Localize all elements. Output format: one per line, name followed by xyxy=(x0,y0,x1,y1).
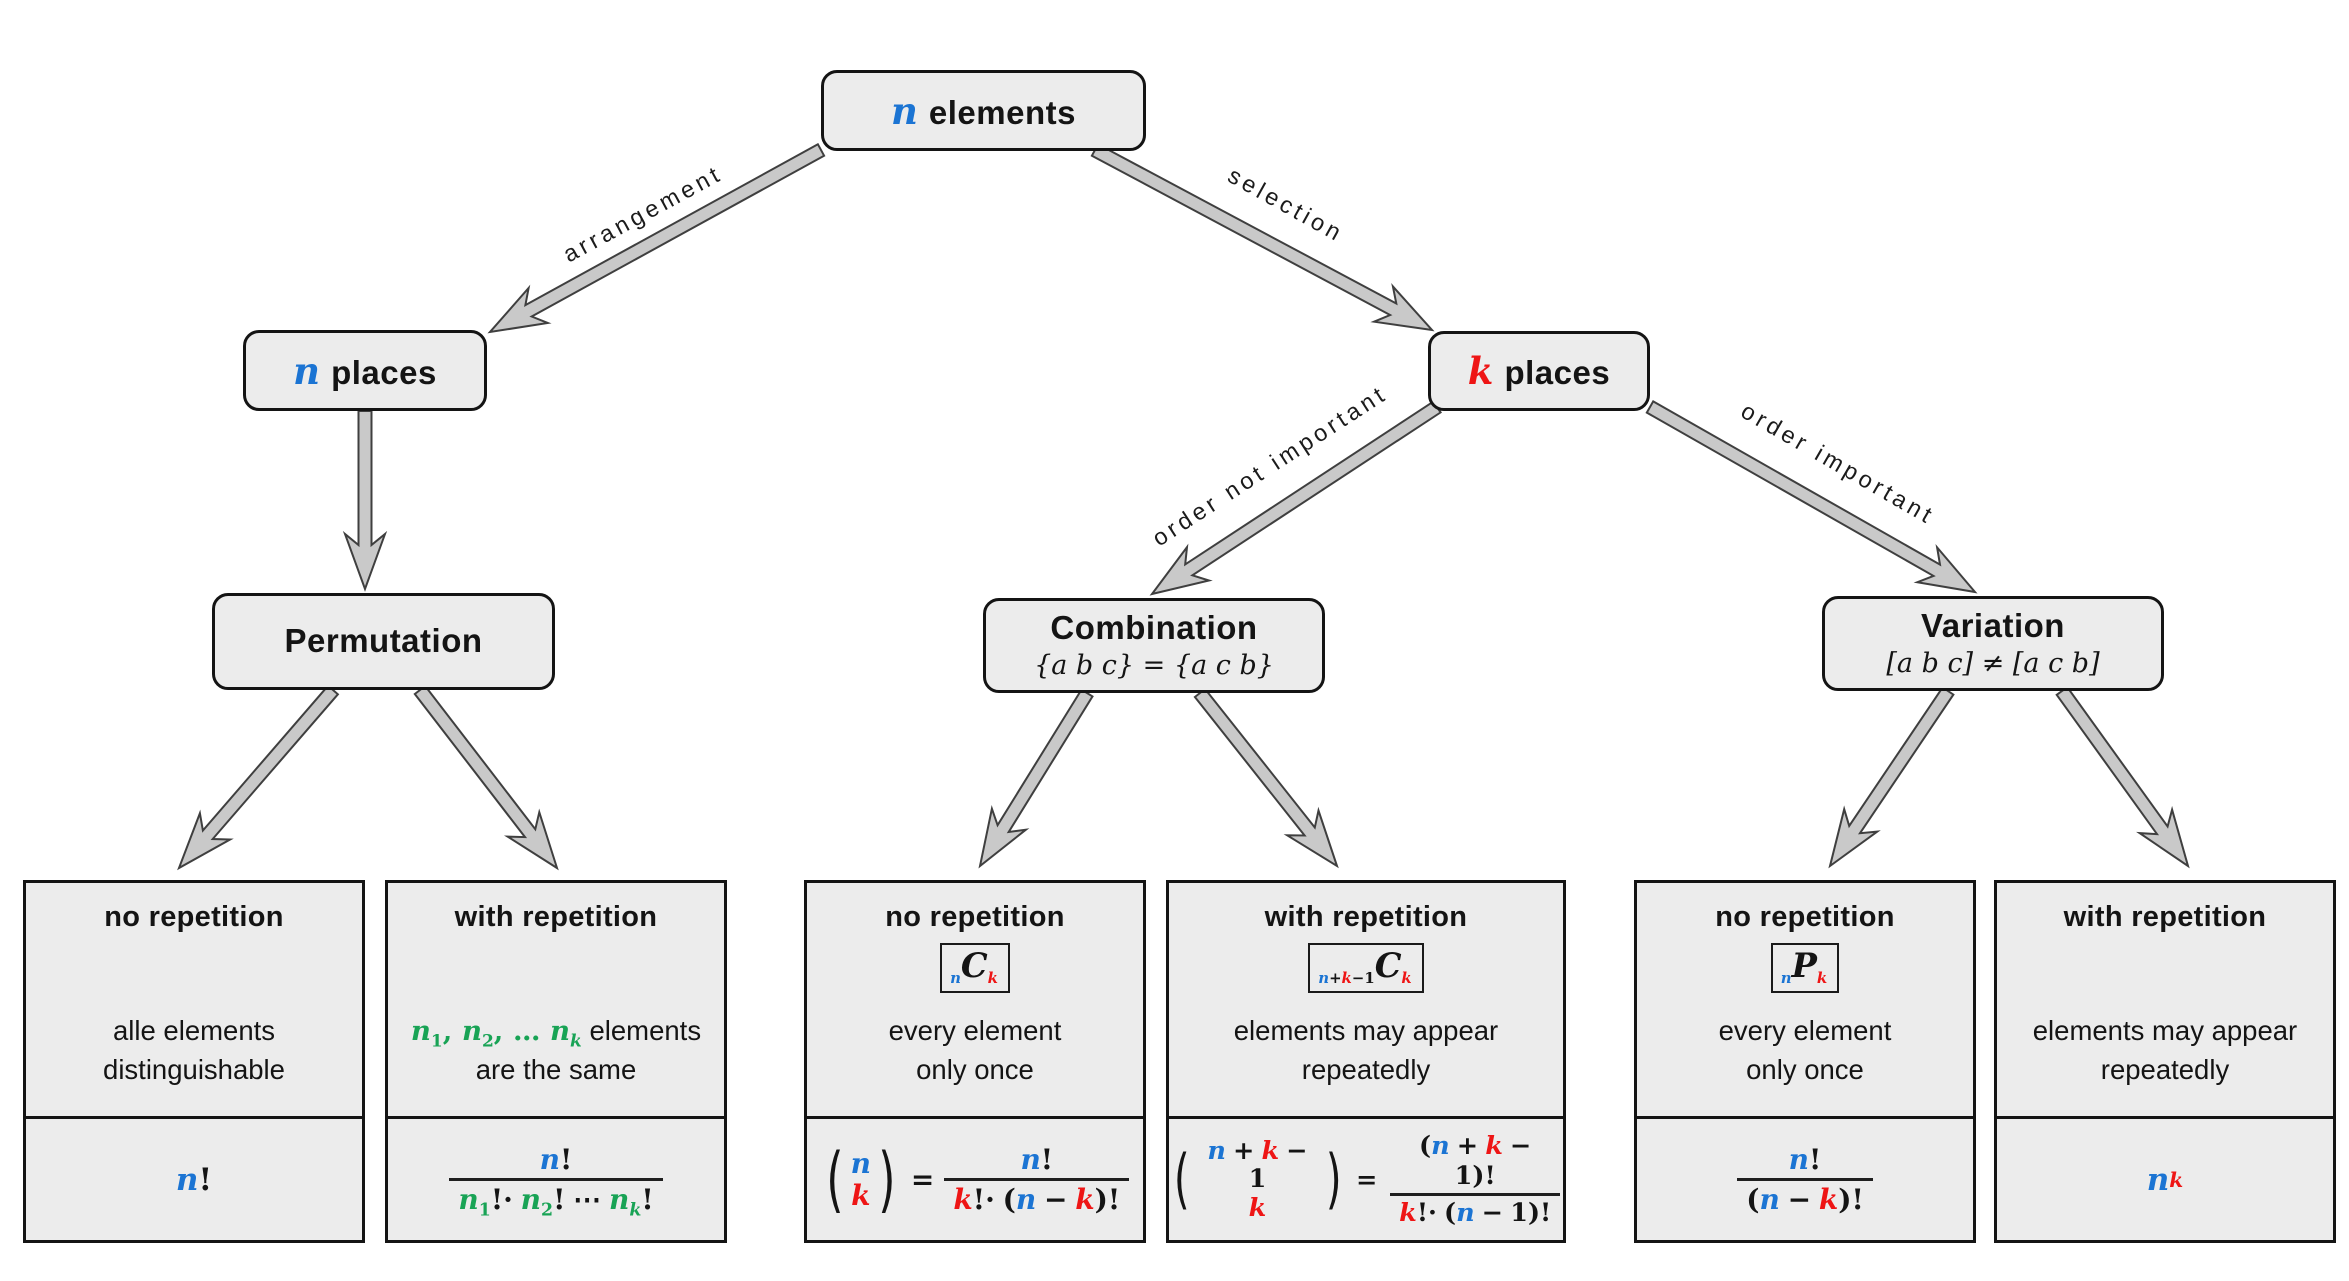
arrow-connector xyxy=(1645,400,1978,594)
leaf-combination-with-repetition: with repetition n+k−1Ck elements may app… xyxy=(1166,880,1566,1243)
arrow-connector xyxy=(2055,685,2190,869)
formula-n-factorial-over-ni-factorials: n! n1!· n2! ⋯ nk! xyxy=(388,1119,724,1240)
variation-example: [a b c] ≠ [a c b] xyxy=(1886,647,2100,679)
arrow-connector xyxy=(177,684,340,871)
leaf-description: elements may appear repeatedly xyxy=(2003,993,2327,1108)
arrow-connector xyxy=(487,142,826,334)
node-variation: Variation [a b c] ≠ [a c b] xyxy=(1822,596,2164,691)
math-n1-n2-nk: n1, n2, … nk xyxy=(410,1015,582,1052)
leaf-description: every element only once xyxy=(813,993,1137,1108)
leaf-header: with repetition xyxy=(2063,901,2267,933)
leaf-body-line: alle elements xyxy=(112,1015,276,1046)
arrow-connector xyxy=(1090,142,1435,332)
arrow-connector xyxy=(1149,400,1442,596)
leaf-body-line: are the same xyxy=(475,1053,637,1085)
leaf-header: no repetition xyxy=(1715,901,1895,933)
node-k-places-label: k places xyxy=(1467,349,1611,393)
leaf-variation-no-repetition: no repetition nPk every element only onc… xyxy=(1634,880,1976,1243)
node-combination: Combination {a b c} = {a c b} xyxy=(983,598,1325,693)
badge-row: nCk xyxy=(807,943,1143,993)
node-n-places: n places xyxy=(243,330,487,411)
leaf-body-line: repeatedly xyxy=(1301,1053,1431,1085)
badge-row: n+k−1Ck xyxy=(1169,943,1563,993)
leaf-description: n1, n2, … nk elements are the same xyxy=(394,993,718,1108)
node-n-elements-label: n elements xyxy=(891,88,1076,133)
leaf-description: alle elements distinguishable xyxy=(32,993,356,1108)
leaf-permutation-with-repetition: with repetition n1, n2, … nk elements ar… xyxy=(385,880,727,1243)
leaf-header: with repetition xyxy=(454,901,658,933)
formula-n-factorial: n! xyxy=(175,1161,213,1198)
node-n-places-label: n places xyxy=(293,348,437,393)
math-n: n xyxy=(293,348,321,393)
node-n-elements: n elements xyxy=(821,70,1146,151)
node-k-places: k places xyxy=(1428,331,1650,411)
leaf-variation-with-repetition: with repetition elements may appear repe… xyxy=(1994,880,2336,1243)
arrow-connector xyxy=(1193,687,1339,869)
leaf-body-line: only once xyxy=(916,1053,1034,1085)
leaf-header: no repetition xyxy=(885,901,1065,933)
leaf-description: every element only once xyxy=(1643,993,1967,1108)
leaf-body-line: every element xyxy=(1718,1015,1892,1046)
arrow-connector xyxy=(342,410,388,592)
leaf-body-line: distinguishable xyxy=(103,1053,285,1085)
node-permutation: Permutation xyxy=(212,593,555,690)
leaf-body-line: every element xyxy=(888,1015,1062,1046)
leaf-body-line: repeatedly xyxy=(2100,1053,2230,1085)
formula-n-factorial-over-n-minus-k-factorial: n! (n − k)! xyxy=(1637,1119,1973,1240)
leaf-combination-no-repetition: no repetition nCk every element only onc… xyxy=(804,880,1146,1243)
arrow-connector xyxy=(1828,686,1955,869)
leaf-body-line: elements may appear xyxy=(1233,1015,1499,1046)
badge-nCk: nCk xyxy=(940,943,1010,993)
leaf-header: with repetition xyxy=(1264,901,1468,933)
leaf-description: elements may appear repeatedly xyxy=(1175,993,1557,1108)
arrow-connector xyxy=(413,684,559,871)
leaf-body-line: n1, n2, … nk elements xyxy=(410,1015,702,1052)
leaf-header: no repetition xyxy=(104,901,284,933)
badge-row: nPk xyxy=(1637,943,1973,993)
badge-nPk: nPk xyxy=(1770,943,1840,993)
leaf-body-line: only once xyxy=(1746,1053,1864,1085)
arrow-connector xyxy=(978,688,1094,869)
math-k: k xyxy=(1467,349,1494,393)
math-n: n xyxy=(891,88,918,133)
leaf-body-line: elements may appear xyxy=(2032,1015,2298,1046)
badge-n-plus-k-minus-1-Ck: n+k−1Ck xyxy=(1308,943,1424,993)
leaf-permutation-no-repetition: no repetition alle elements distinguisha… xyxy=(23,880,365,1243)
combination-example: {a b c} = {a c b} xyxy=(1034,649,1274,681)
